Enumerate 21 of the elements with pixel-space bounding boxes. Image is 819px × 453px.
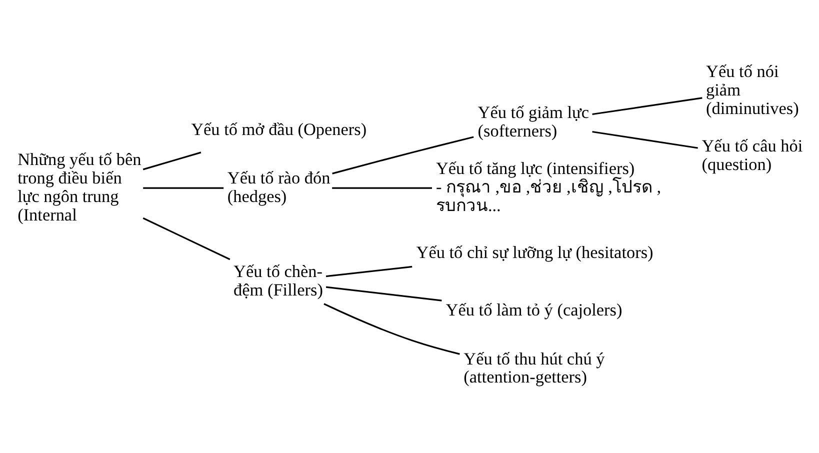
node-text: Yếu tố giảm lực (softerners) [478, 103, 589, 141]
node-text: Yếu tố câu hỏi (question) [702, 136, 803, 174]
node-text: Yếu tố thu hút chú ý (attention-getters) [464, 349, 605, 387]
connector [142, 152, 202, 170]
node-text: Yếu tố mở đầu (Openers) [191, 120, 367, 139]
connector [326, 266, 412, 278]
connector [592, 130, 698, 149]
connector [592, 97, 702, 116]
node-text: Yếu tố chỉ sự lưỡng lự (hesitators) [416, 242, 654, 262]
node-text: Những yếu tố bên trong điều biến lực ngôn trung (Internal [18, 150, 142, 224]
connector [143, 187, 224, 189]
connector [324, 303, 460, 355]
connector [326, 286, 442, 302]
node-text: Yếu tố nói giảm (diminutives) [706, 62, 799, 118]
node-text: Yếu tố rào đón (hedges) [227, 168, 330, 206]
node-text: Yếu tố tăng lực (intensifiers) - กรุณา ,ขอ ,ช่วย ,เชิญ ,โปรด , รบกวน... [436, 159, 662, 216]
connector [332, 187, 432, 189]
node-text: Yếu tố làm tỏ ý (cajolers) [446, 300, 622, 320]
connector [332, 136, 474, 174]
node-text: Yếu tố chèn-đệm (Fillers) [234, 262, 323, 300]
connector [142, 217, 230, 260]
